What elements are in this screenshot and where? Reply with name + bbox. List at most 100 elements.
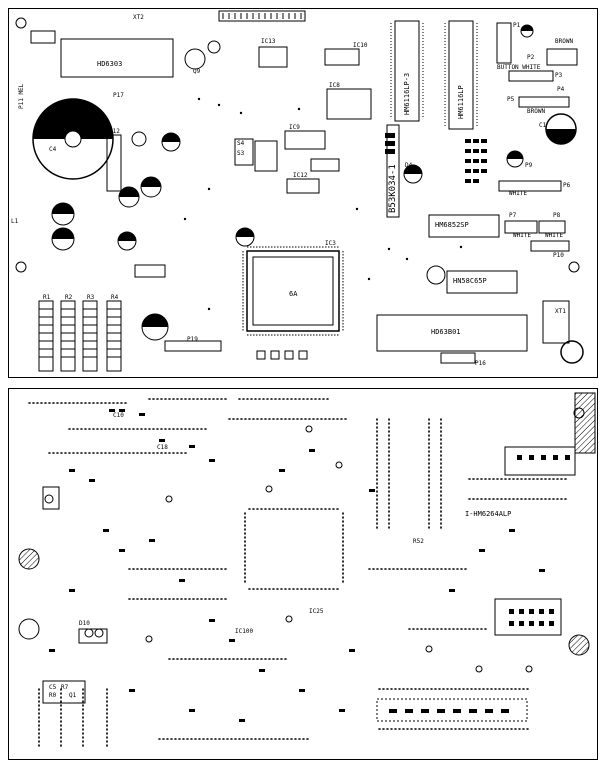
- chip-hd63b01: [376, 314, 528, 352]
- label-p12: P12: [109, 128, 120, 135]
- connector-p6: [498, 180, 562, 192]
- board-id-box: [386, 124, 400, 218]
- capacitor-mark: [118, 232, 136, 241]
- smd-chip-ic12: [286, 178, 320, 194]
- pin-rows: [28, 398, 570, 750]
- label-q1: Q1: [69, 692, 77, 699]
- label-white-3: WHITE: [545, 232, 564, 239]
- switch-s4: [234, 138, 254, 166]
- mount-hole: [560, 340, 584, 364]
- label-hm6852: HM6852SP: [435, 221, 469, 229]
- mount-hole: [568, 261, 580, 273]
- smd-chip-ic8: [326, 88, 372, 120]
- label-ic100: IC100: [235, 628, 254, 635]
- label-c18: C18: [157, 444, 168, 451]
- label-r3: R3: [87, 294, 95, 301]
- smd-chip-ic11: [310, 158, 340, 172]
- capacitor: [426, 265, 446, 285]
- capacitor-mark: [141, 177, 161, 187]
- resistor-pack-r2: [60, 300, 76, 372]
- connector-p3: [508, 70, 554, 82]
- label-p5: P5: [507, 96, 515, 103]
- label-r7: R7: [61, 684, 69, 691]
- label-white-2: WHITE: [513, 232, 532, 239]
- via-rings: [44, 425, 533, 673]
- label-ram-top: HM6116LP-3: [403, 72, 411, 115]
- black-pads: [385, 133, 395, 154]
- label-hm6264: I-HM6264ALP: [465, 510, 512, 518]
- solder-side-drawing: [18, 392, 596, 750]
- solder-side-diagram: I-HM6264ALP IC100 C5 R0 R7 Q1 C10 IC25 R…: [8, 388, 598, 760]
- label-brown: BROWN: [555, 38, 574, 45]
- label-r52: R52: [413, 538, 424, 545]
- label-s4: S4: [237, 140, 245, 147]
- smd-chip: [134, 264, 166, 278]
- resistor-pack-r4: [106, 300, 122, 372]
- connector-p5: [518, 96, 570, 108]
- capacitor-mark: [162, 133, 180, 142]
- via-dots: [183, 97, 463, 311]
- chip-hn58c65: [446, 270, 518, 294]
- label-l1: L1: [11, 218, 19, 225]
- hatched-pad: [574, 392, 596, 454]
- capacitor-mark: [52, 203, 74, 214]
- capacitor-mark: [236, 228, 254, 237]
- label-p16: P16: [475, 360, 486, 367]
- ic-mcu-left: [60, 38, 174, 78]
- ram-chip-top: [394, 20, 420, 122]
- mount-hole-hatched: [568, 634, 590, 656]
- label-p19: P19: [187, 336, 198, 343]
- label-p1: P1: [513, 22, 521, 29]
- smd-chip-ic9: [284, 130, 326, 150]
- label-p9: P9: [525, 162, 533, 169]
- mount-hole: [15, 17, 27, 29]
- connector-p2: [546, 48, 578, 66]
- label-white-1: WHITE: [509, 190, 528, 197]
- label-ic25: IC25: [309, 608, 324, 615]
- label-p10: P10: [553, 252, 564, 259]
- smd-chip-ic10: [324, 48, 360, 66]
- label-d4: D4: [405, 162, 413, 169]
- header-connector: [218, 10, 306, 22]
- label-c4: C4: [49, 146, 57, 153]
- label-p7: P7: [509, 212, 517, 219]
- label-ic3: IC3: [325, 240, 336, 247]
- ic-pad-group: [504, 446, 576, 476]
- component-outline: [42, 486, 60, 510]
- ic-pad-group: [494, 598, 562, 636]
- capacitor-mark: [404, 165, 422, 174]
- label-ic9: IC9: [289, 124, 300, 131]
- label-p11: P11 MEL: [18, 83, 25, 109]
- header-pins: [222, 13, 302, 19]
- dip-pins: [390, 23, 478, 127]
- capacitor-mark: [52, 228, 74, 239]
- label-d10: D10: [79, 620, 90, 627]
- label-c10: C10: [113, 412, 124, 419]
- smd-pads: [49, 409, 570, 722]
- capacitor-mark: [507, 151, 523, 159]
- label-p3: P3: [555, 72, 563, 79]
- label-ic8: IC8: [329, 82, 340, 89]
- connector-xt1: [542, 300, 570, 344]
- qfp-main-chip: [246, 250, 340, 332]
- connector-p8: [538, 220, 566, 234]
- connector-p1: [496, 22, 512, 64]
- label-ram-right: HM6116LP: [457, 85, 465, 119]
- mount-hole: [573, 407, 585, 419]
- component-side-drawing: [15, 10, 584, 372]
- label-p4: P4: [557, 86, 565, 93]
- switch-block: [254, 140, 278, 172]
- connector-p11: [30, 30, 56, 44]
- label-xt2: XT2: [133, 14, 144, 21]
- diode-array: [465, 139, 487, 183]
- qfp-pins: [242, 246, 344, 336]
- label-block: [42, 680, 86, 704]
- qfp-main-body: [252, 256, 334, 326]
- label-xt1: XT1: [555, 308, 566, 315]
- transistor-q9: [184, 48, 206, 70]
- pad-row-outline: [376, 698, 528, 722]
- connector-p10: [530, 240, 570, 252]
- mount-hole-hatched: [18, 548, 40, 570]
- capacitor: [131, 131, 147, 147]
- component-side-diagram: P11 MEL P17 P12 L1 P19 P16 XT2 XT1 S4 S3…: [8, 8, 598, 378]
